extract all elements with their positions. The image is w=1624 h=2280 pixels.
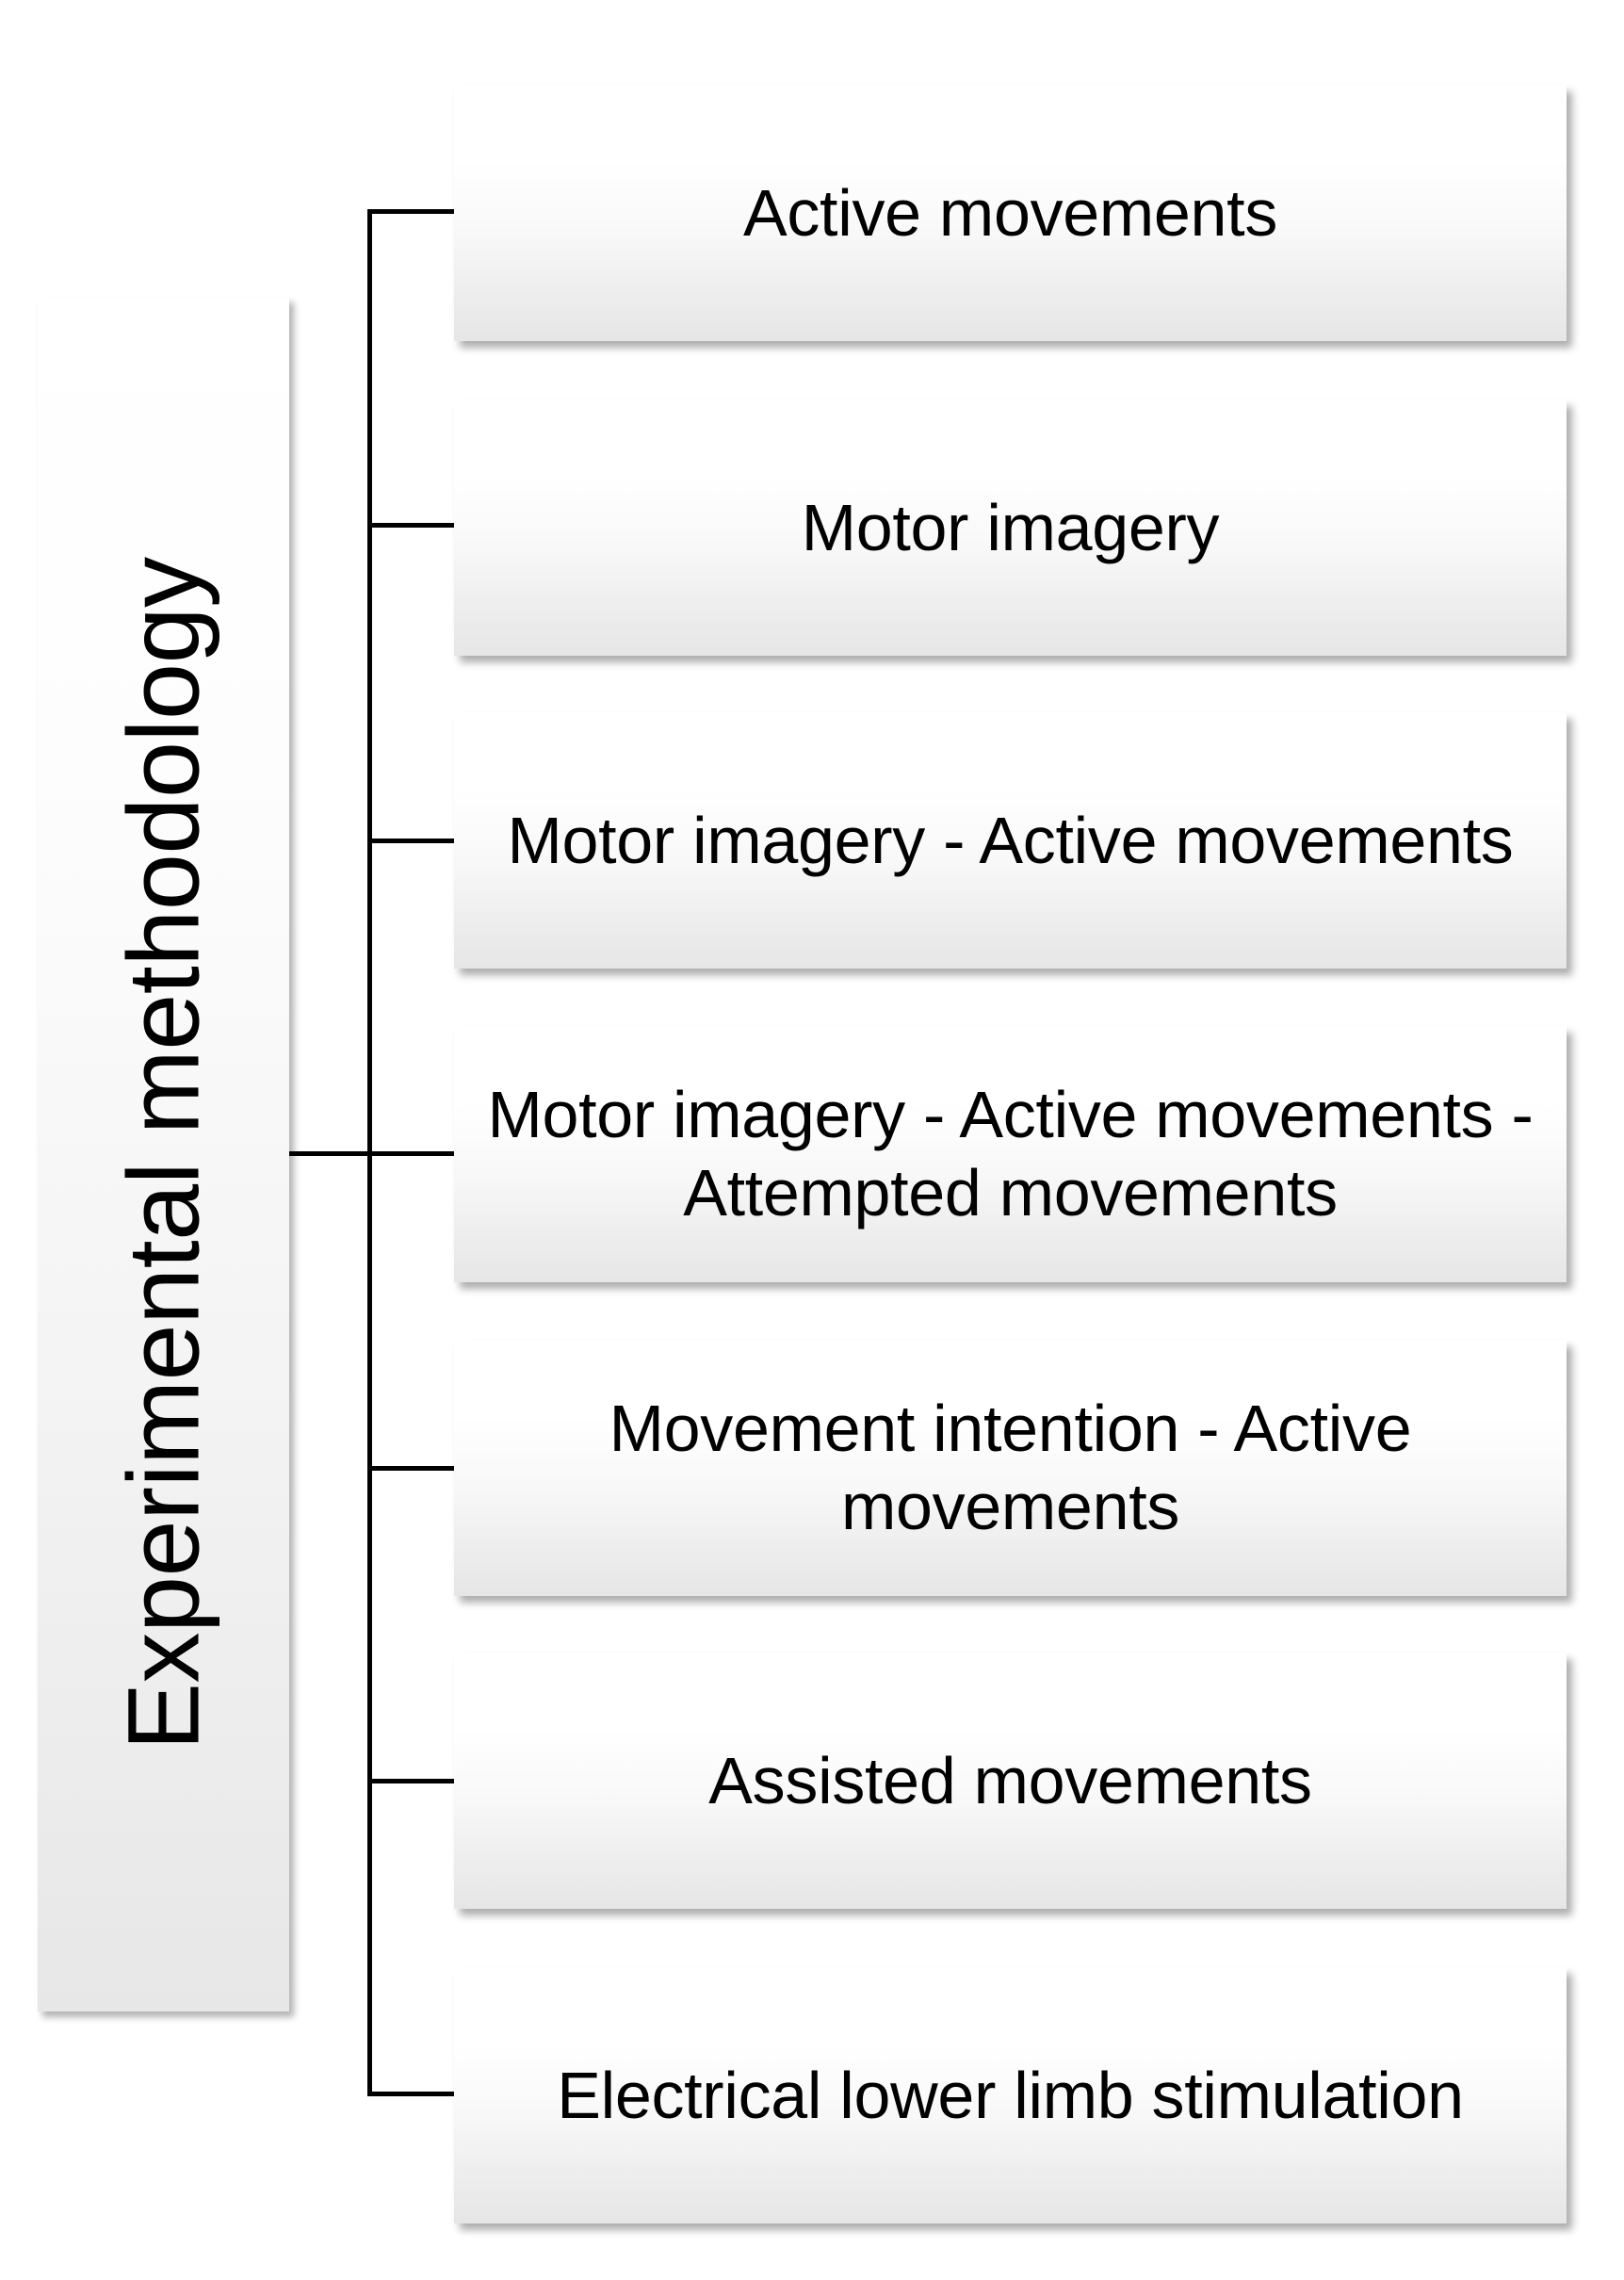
connector-stub-7 bbox=[367, 2092, 456, 2096]
child-node-5[interactable]: Movement intention - Active movements bbox=[454, 1340, 1567, 1596]
connector-stub-4 bbox=[367, 1151, 456, 1156]
child-node-3[interactable]: Motor imagery - Active movements bbox=[454, 712, 1567, 969]
child-node-2[interactable]: Motor imagery bbox=[454, 399, 1567, 656]
root-node-label: Experimental methodology bbox=[106, 557, 220, 1751]
child-node-2-label: Motor imagery bbox=[801, 490, 1220, 564]
child-node-6[interactable]: Assisted movements bbox=[454, 1653, 1567, 1909]
child-node-1[interactable]: Active movements bbox=[454, 85, 1567, 341]
child-node-5-label: Movement intention - Active movements bbox=[609, 1392, 1412, 1543]
connector-stub-5 bbox=[367, 1466, 456, 1471]
child-node-4[interactable]: Motor imagery - Active movements - Attem… bbox=[454, 1026, 1567, 1282]
connector-trunk bbox=[289, 1151, 370, 1156]
child-node-3-label: Motor imagery - Active movements bbox=[507, 803, 1514, 877]
child-node-4-label: Motor imagery - Active movements - Attem… bbox=[487, 1078, 1534, 1230]
connector-stub-2 bbox=[367, 523, 456, 528]
child-node-1-label: Active movements bbox=[742, 175, 1278, 250]
connector-stub-6 bbox=[367, 1779, 456, 1783]
root-node-experimental-methodology[interactable]: Experimental methodology bbox=[38, 297, 289, 2011]
child-node-7-label: Electrical lower limb stimulation bbox=[557, 2058, 1464, 2132]
connector-stub-3 bbox=[367, 839, 456, 843]
connector-stub-1 bbox=[367, 209, 456, 214]
child-node-7[interactable]: Electrical lower limb stimulation bbox=[454, 1967, 1567, 2223]
child-node-6-label: Assisted movements bbox=[708, 1743, 1312, 1817]
